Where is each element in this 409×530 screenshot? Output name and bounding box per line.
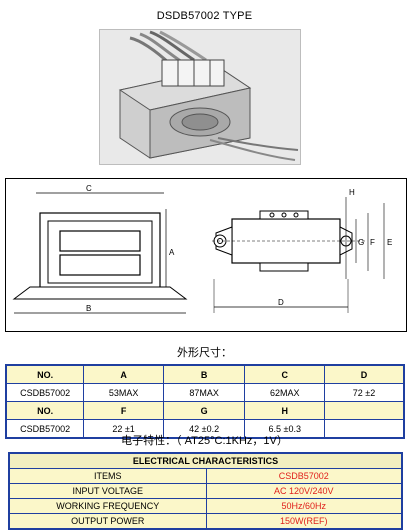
- characteristic-name: INPUT VOLTAGE: [8, 483, 207, 499]
- table-cell: H: [244, 401, 326, 420]
- label-a: A: [169, 248, 175, 257]
- table-cell: 62MAX: [244, 383, 326, 402]
- row-label: NO.: [5, 401, 85, 420]
- characteristic-name: WORKING FREQUENCY: [8, 498, 207, 514]
- characteristic-value: 150W(REF): [205, 513, 403, 530]
- dimension-drawing: C A B H G F E D: [5, 178, 407, 332]
- dimensions-title: 外形尺寸：: [177, 347, 232, 359]
- table-cell: A: [83, 364, 164, 384]
- label-f: F: [370, 238, 375, 247]
- table-cell: G: [162, 401, 246, 420]
- characteristic-value: CSDB57002: [205, 468, 403, 484]
- row-label: CSDB57002: [5, 419, 85, 439]
- label-b: B: [86, 304, 91, 313]
- row-label: CSDB57002: [5, 383, 85, 402]
- table-cell: B: [162, 364, 246, 384]
- electrical-caption: ELECTRICAL CHARACTERISTICS: [8, 452, 403, 469]
- table-cell: 72 ±2: [324, 383, 405, 402]
- characteristic-name: OUTPUT POWER: [8, 513, 207, 530]
- product-photo: [99, 29, 301, 165]
- label-d: D: [278, 298, 284, 307]
- label-e: E: [387, 238, 392, 247]
- label-h: H: [349, 188, 355, 197]
- table-cell: [324, 401, 405, 420]
- characteristic-value: 50Hz/60Hz: [205, 498, 403, 514]
- row-label: NO.: [5, 364, 85, 384]
- table-cell: [324, 419, 405, 439]
- table-cell: D: [324, 364, 405, 384]
- characteristic-value: AC 120V/240V: [205, 483, 403, 499]
- label-c: C: [86, 184, 92, 193]
- table-cell: F: [83, 401, 164, 420]
- label-g: G: [358, 238, 364, 247]
- characteristic-name: ITEMS: [8, 468, 207, 484]
- table-cell: 87MAX: [162, 383, 246, 402]
- table-cell: 22 ±1: [83, 419, 164, 439]
- electrical-title: 电子特性：（ AT25°C:1KHz，1V）: [121, 435, 288, 447]
- page-title: DSDB57002 TYPE: [156, 10, 253, 22]
- table-cell: 53MAX: [83, 383, 164, 402]
- table-cell: C: [244, 364, 326, 384]
